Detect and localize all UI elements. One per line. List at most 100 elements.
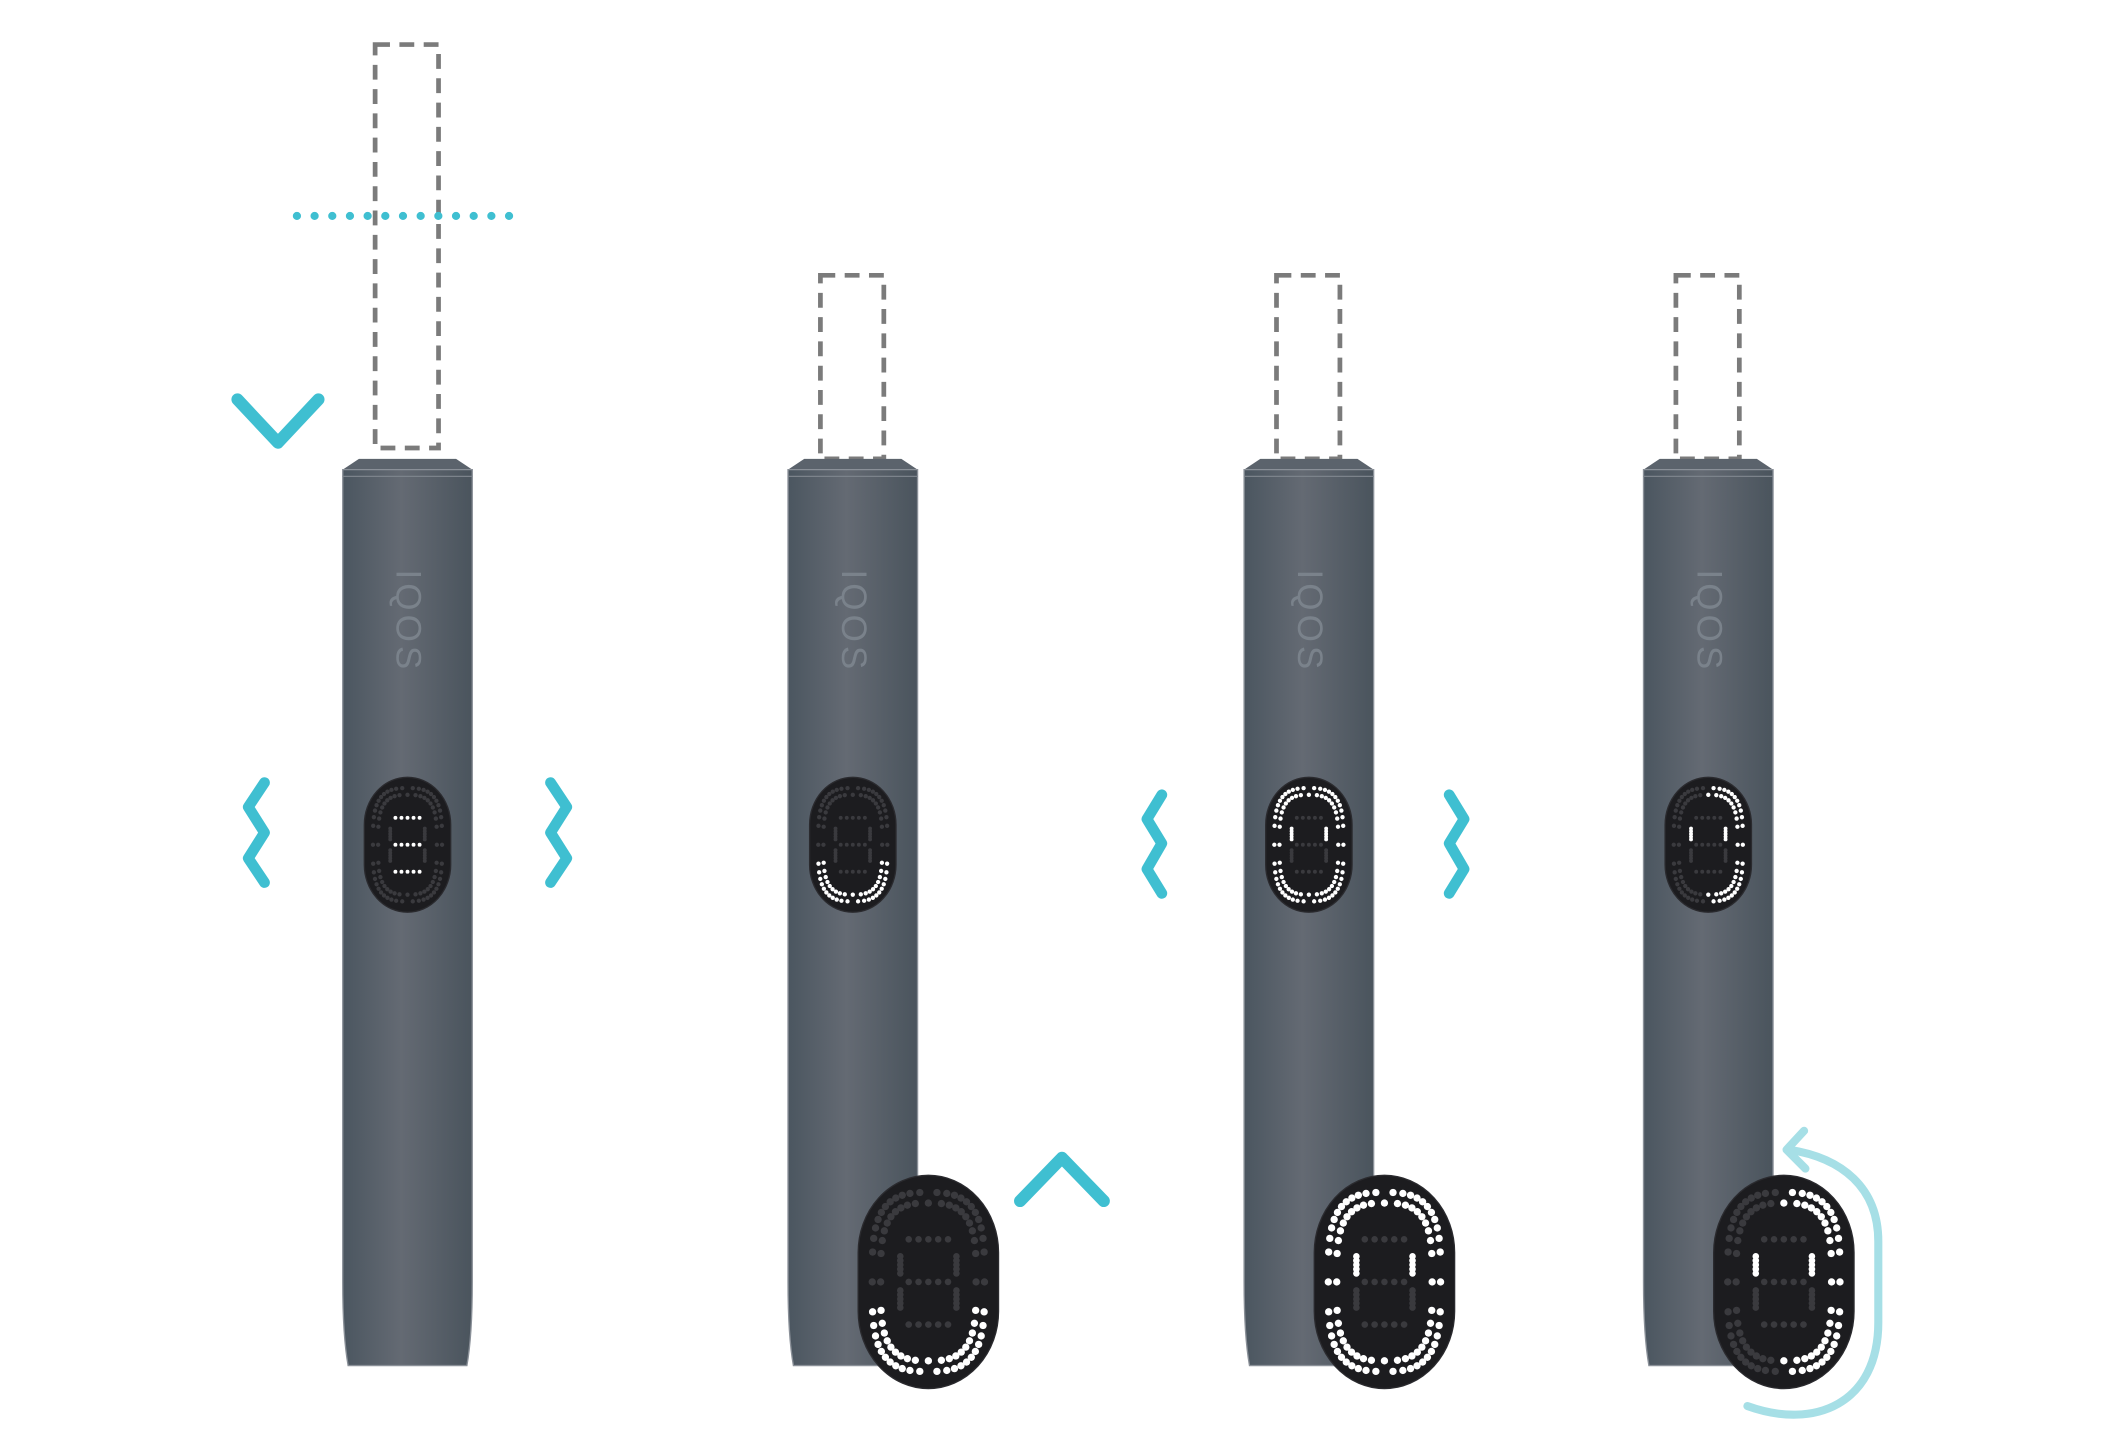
segment-dot-bottom — [417, 869, 422, 874]
ring-dot — [376, 824, 381, 829]
ring-dot — [845, 785, 850, 791]
ring-dot — [1738, 876, 1743, 882]
ring-dot — [416, 786, 421, 791]
ring-dot — [1342, 1358, 1350, 1366]
ring-dot — [1711, 785, 1716, 791]
ring-dot — [1807, 1352, 1815, 1360]
ring-dot — [950, 1191, 959, 1199]
ring-dot — [977, 1224, 985, 1232]
ring-dot — [1826, 1236, 1834, 1245]
ring-dot — [877, 1347, 886, 1356]
segment-dot-middle — [1790, 1278, 1797, 1286]
ring-dot — [1334, 1319, 1343, 1327]
ring-dot — [434, 886, 439, 891]
ring-dot — [375, 842, 381, 847]
ring-dot — [1729, 893, 1734, 898]
ring-dot — [957, 1348, 965, 1356]
ring-dot — [924, 1357, 933, 1365]
ring-dot — [933, 1367, 941, 1376]
ring-dot — [1719, 794, 1724, 799]
ring-dot — [842, 892, 847, 897]
segment-dot-lower-left — [833, 848, 838, 853]
ring-dot — [371, 823, 376, 828]
ring-dot — [400, 899, 405, 904]
ring-dot — [819, 803, 825, 808]
ring-dot — [816, 870, 822, 875]
ring-dot — [1833, 1332, 1841, 1340]
segment-dot-lower-right — [868, 858, 873, 863]
ring-dot — [1679, 890, 1685, 895]
ring-dot — [1677, 886, 1682, 891]
segment-dot-bottom — [850, 869, 855, 874]
ring-dot — [967, 1202, 975, 1211]
segment-dot-middle — [1300, 842, 1305, 847]
ring-dot — [1348, 1194, 1356, 1202]
ring-dot — [897, 1352, 905, 1360]
ring-dot — [1314, 792, 1320, 798]
segment-dot-lower-right — [1409, 1304, 1416, 1311]
ring-dot — [880, 1227, 889, 1235]
ring-dot — [1418, 1343, 1426, 1351]
ring-dot — [1306, 792, 1312, 797]
heatstick-outline — [1274, 272, 1343, 462]
ring-dot — [1740, 861, 1745, 866]
ring-dot — [1723, 889, 1728, 894]
segment-dot-top — [1294, 815, 1299, 820]
ring-dot — [382, 801, 387, 806]
ring-dot — [1367, 1199, 1376, 1208]
ring-dot — [970, 1319, 979, 1327]
ring-dot — [972, 1278, 980, 1286]
ring-dot — [1332, 805, 1337, 810]
ring-dot — [380, 879, 385, 885]
ring-dot — [1677, 868, 1683, 874]
ring-dot — [824, 794, 829, 800]
ring-dot — [877, 874, 883, 880]
ring-dot — [881, 882, 886, 887]
vibration-left-icon — [242, 777, 270, 888]
ring-dot — [389, 787, 394, 793]
ring-dot — [877, 1249, 885, 1258]
ring-dot — [1673, 808, 1678, 813]
ring-dot — [434, 860, 439, 865]
segment-dot-bottom — [393, 869, 398, 874]
ring-dot — [957, 1208, 965, 1216]
segment-dot-middle — [1312, 842, 1317, 847]
segment-dot-bottom — [1780, 1321, 1788, 1328]
ring-dot — [863, 794, 868, 799]
ring-dot — [881, 1353, 890, 1361]
iqos-logo: IQOS — [1689, 569, 1728, 673]
segment-dot-bottom — [1312, 869, 1317, 874]
segment-dot-bottom — [1319, 869, 1323, 874]
ring-dot — [943, 1189, 951, 1198]
ring-dot — [945, 1355, 954, 1363]
ring-dot — [898, 1364, 906, 1373]
ring-dot — [822, 816, 827, 821]
ring-dot — [439, 861, 444, 866]
ring-dot — [883, 1219, 891, 1227]
ring-dot — [1435, 1234, 1443, 1243]
ring-dot — [878, 868, 884, 874]
segment-dot-top — [856, 815, 861, 820]
segment-dot-lower-left — [1689, 850, 1693, 855]
ring-dot — [816, 823, 821, 828]
ring-dot — [1418, 1198, 1427, 1206]
segment-dot-bottom — [925, 1321, 932, 1328]
segment-dot-lower-left — [896, 1304, 904, 1311]
ring-dot — [1283, 883, 1289, 889]
segment-dot-top — [844, 815, 849, 820]
ring-dot — [385, 798, 390, 803]
segment-dot-bottom — [1790, 1321, 1797, 1328]
ring-dot — [1333, 1347, 1342, 1356]
ring-dot — [979, 1234, 987, 1243]
ring-dot — [874, 1340, 882, 1349]
ring-dot — [1325, 1308, 1333, 1316]
ring-dot — [821, 842, 826, 847]
ring-dot — [378, 890, 384, 895]
ring-dot — [1311, 899, 1317, 904]
ring-dot — [1354, 1364, 1363, 1373]
segment-dot-middle — [838, 842, 843, 847]
segment-dot-top — [925, 1235, 932, 1243]
ring-dot — [1330, 893, 1335, 898]
segment-dot-upper-right — [422, 826, 427, 831]
ring-dot — [937, 1199, 946, 1208]
